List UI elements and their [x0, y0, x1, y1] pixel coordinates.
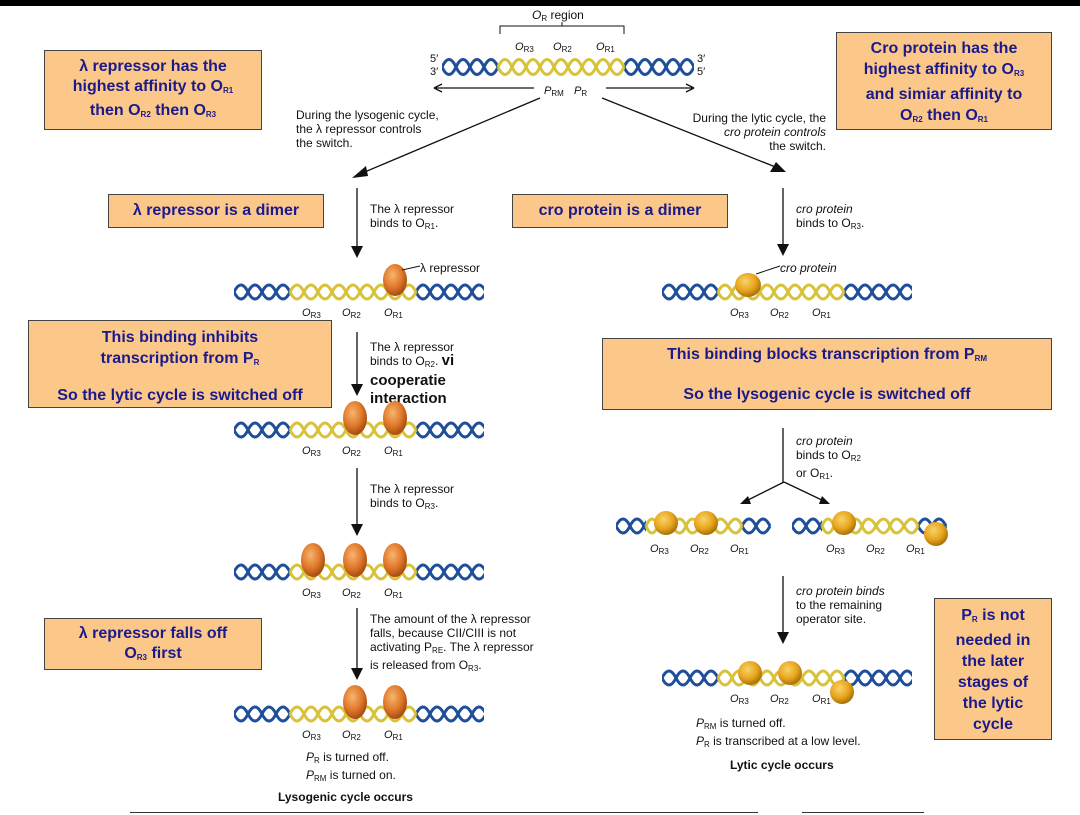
- lyso4-or1: OR1: [384, 729, 403, 742]
- or-region-label: OR region: [532, 8, 584, 23]
- cro-pointer: [756, 265, 781, 275]
- repressor-label: λ repressor: [420, 261, 481, 275]
- prm-label: PRM: [544, 85, 564, 98]
- lytic2a-or1: OR1: [730, 543, 749, 556]
- lytic-arrow-1: [777, 188, 789, 256]
- lytic2b-or1: OR1: [906, 543, 925, 556]
- note-inhibits-pr: This binding inhibits transcription from…: [28, 320, 332, 408]
- promoter-arrows: [433, 83, 695, 93]
- lyso-result: PR is turned off. PRM is turned on.: [306, 750, 396, 783]
- cro-or3-c: [738, 661, 762, 685]
- lytic-split-arrow: [740, 481, 830, 504]
- lyso2-or1: OR1: [384, 445, 403, 458]
- lyso-dna-1: [234, 281, 484, 303]
- cro-protein-or3: [735, 273, 761, 297]
- pr-label: PR: [574, 85, 588, 98]
- lyso1-or3: OR3: [302, 307, 321, 320]
- lyso1-or1: OR1: [384, 307, 403, 320]
- lytic2a-or2: OR2: [690, 543, 709, 556]
- note-cro-affinity: Cro protein has the highest affinity to …: [836, 32, 1052, 130]
- top-op-r1: OR1: [596, 41, 615, 54]
- lytic2b-or3: OR3: [826, 543, 845, 556]
- lyso3-or3: OR3: [302, 587, 321, 600]
- lyso4-or2: OR2: [342, 729, 361, 742]
- branch-arrows: [352, 97, 786, 178]
- lambda-repressor-or2-d: [343, 685, 367, 719]
- lyso4-or3: OR3: [302, 729, 321, 742]
- lytic3-or1: OR1: [812, 693, 831, 706]
- lytic1-or1: OR1: [812, 307, 831, 320]
- note-pr-not-needed: PR is not needed in the later stages of …: [934, 598, 1052, 740]
- lytic3-or3: OR3: [730, 693, 749, 706]
- lyso3-or2: OR2: [342, 587, 361, 600]
- lytic2a-or3: OR3: [650, 543, 669, 556]
- note-lambda-affinity: λ repressor has the highest affinity to …: [44, 50, 262, 130]
- lambda-repressor-or1-b: [383, 401, 407, 435]
- lytic-step3: cro protein binds to the remaining opera…: [796, 584, 885, 626]
- strand-3-left: 3′: [430, 66, 439, 78]
- lambda-repressor-or2: [343, 401, 367, 435]
- cro-or2-c: [778, 661, 802, 685]
- top-op-r2: OR2: [553, 41, 572, 54]
- lytic-arrow-2: [782, 428, 784, 482]
- cro-or1-b: [924, 522, 948, 546]
- lambda-repressor-or3-c: [301, 543, 325, 577]
- top-bar: [0, 0, 1080, 6]
- lyso2-or3: OR3: [302, 445, 321, 458]
- lysogenic-cycle-occurs: Lysogenic cycle occurs: [278, 790, 413, 804]
- lyso1-or2: OR2: [342, 307, 361, 320]
- cro-or3-b: [832, 511, 856, 535]
- strand-5-left: 5′: [430, 53, 439, 65]
- lyso-step4: The amount of the λ repressor falls, bec…: [370, 612, 534, 673]
- lytic-step2: cro protein binds to OR2 or OR1.: [796, 434, 861, 481]
- lytic1-or3: OR3: [730, 307, 749, 320]
- lyso-arrow-3: [351, 468, 363, 536]
- lytic1-or2: OR2: [770, 307, 789, 320]
- strand-5-right: 5′: [697, 66, 706, 78]
- lambda-repressor-or1: [383, 264, 407, 296]
- lyso-arrow-2: [351, 332, 363, 396]
- lytic3-or2: OR2: [770, 693, 789, 706]
- note-lambda-dimer: λ repressor is a dimer: [108, 194, 324, 228]
- top-op-r3: OR3: [515, 41, 534, 54]
- cro-label: cro protein: [780, 261, 837, 275]
- lytic-result: PRM is turned off. PR is transcribed at …: [696, 716, 861, 749]
- lyso3-or1: OR1: [384, 587, 403, 600]
- or-region-bracket: [499, 22, 625, 34]
- lyso-intro: During the lysogenic cycle,the λ repress…: [296, 108, 439, 150]
- cro-or3-a: [654, 511, 678, 535]
- cro-or2-a: [694, 511, 718, 535]
- bottom-rule-left: [130, 812, 758, 813]
- lyso-arrow-4: [351, 608, 363, 680]
- lyso-arrow-1: [351, 188, 363, 258]
- top-dna-helix: [442, 56, 694, 78]
- lytic2b-or2: OR2: [866, 543, 885, 556]
- lambda-repressor-or2-c: [343, 543, 367, 577]
- strand-3-right: 3′: [697, 53, 706, 65]
- note-blocks-prm: This binding blocks transcription from P…: [602, 338, 1052, 410]
- lytic-dna-1: [662, 281, 912, 303]
- lyso2-or2: OR2: [342, 445, 361, 458]
- repressor-pointer: [402, 265, 421, 271]
- lytic-arrow-3: [777, 576, 789, 644]
- lambda-repressor-or1-c: [383, 543, 407, 577]
- bottom-rule-right: [802, 812, 924, 813]
- note-cro-dimer: cro protein is a dimer: [512, 194, 728, 228]
- lambda-repressor-or1-d: [383, 685, 407, 719]
- note-falls-off: λ repressor falls off OR3 first: [44, 618, 262, 670]
- cro-or1-c: [830, 680, 854, 704]
- lytic-cycle-occurs: Lytic cycle occurs: [730, 758, 834, 772]
